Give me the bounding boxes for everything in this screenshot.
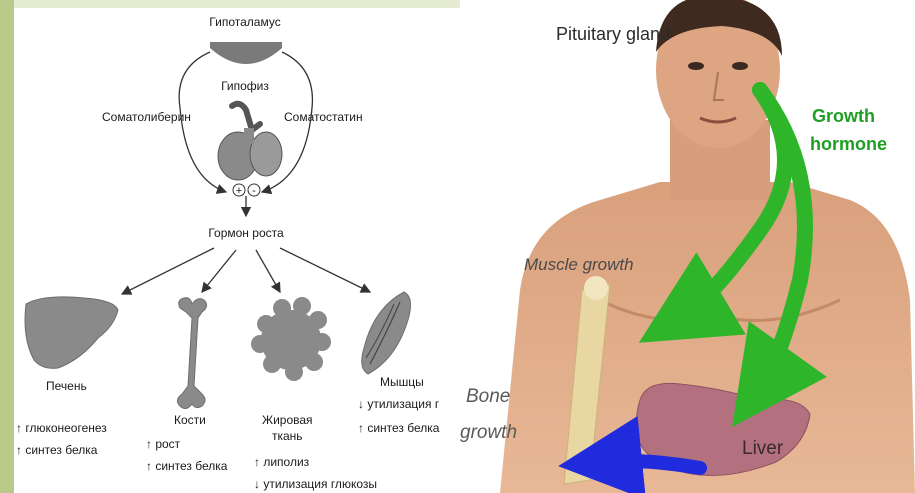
- frame-left-stripe: [0, 0, 14, 493]
- bone-shape: [177, 298, 206, 409]
- bones-effect-2: ↑ синтез белка: [146, 459, 228, 473]
- fat-title-line1: Жировая: [262, 413, 313, 427]
- fat-effect-2: ↓ утилизация глюкозы: [254, 477, 377, 491]
- arrow-to-bones: [202, 250, 236, 292]
- minus-sign: -: [252, 185, 256, 197]
- growth-hormone-label-line1: Growth: [812, 106, 875, 126]
- arrow-to-muscle: [280, 248, 370, 292]
- fat-title-line2: ткань: [272, 429, 303, 443]
- muscle-effect-1: ↓ утилизация г: [358, 397, 440, 411]
- somatoliberin-label: Соматолиберин: [102, 110, 191, 124]
- liver-label: Liver: [742, 438, 784, 459]
- somatostatin-label: Соматостатин: [284, 110, 363, 124]
- liver-shape: [25, 297, 118, 368]
- liver-effect-2: ↑ синтез белка: [16, 443, 98, 457]
- muscle-effect-2: ↑ синтез белка: [358, 421, 440, 435]
- pituitary-gland-label: Pituitary gland: [556, 24, 670, 44]
- bone-growth-arrow: [600, 461, 700, 468]
- arrow-to-fat: [256, 250, 280, 292]
- pituitary-label: Гипофиз: [221, 79, 269, 93]
- bone-growth-label-line2: growth: [460, 422, 517, 443]
- hormone-regulation-diagram: Гипоталамус Гипофиз Соматолиберин Сомато…: [14, 8, 460, 493]
- growth-hormone-label: Гормон роста: [208, 226, 284, 240]
- liver-title: Печень: [46, 379, 87, 393]
- arrow-to-liver: [122, 248, 214, 294]
- pituitary-shape: [218, 104, 282, 180]
- muscle-title: Мышцы: [380, 375, 424, 389]
- muscle-growth-label: Muscle growth: [524, 255, 634, 274]
- hypothalamus-label: Гипоталамус: [209, 15, 280, 29]
- growth-hormone-label-line2: hormone: [810, 134, 887, 154]
- liver-effect-1: ↑ глюконеогенез: [16, 421, 107, 435]
- muscle-shape: [362, 292, 411, 374]
- bone-growth-label-line1: Bone: [466, 386, 510, 407]
- growth-hormone-illustration: Pituitary gland Growth hormone Muscle gr…: [460, 0, 915, 493]
- bones-title: Кости: [174, 413, 206, 427]
- bones-effect-1: ↑ рост: [146, 437, 181, 451]
- fat-tissue-shape: [251, 297, 331, 381]
- fat-effect-1: ↑ липолиз: [254, 455, 310, 469]
- plus-sign: +: [236, 185, 242, 197]
- hypothalamus-shape: [210, 42, 282, 64]
